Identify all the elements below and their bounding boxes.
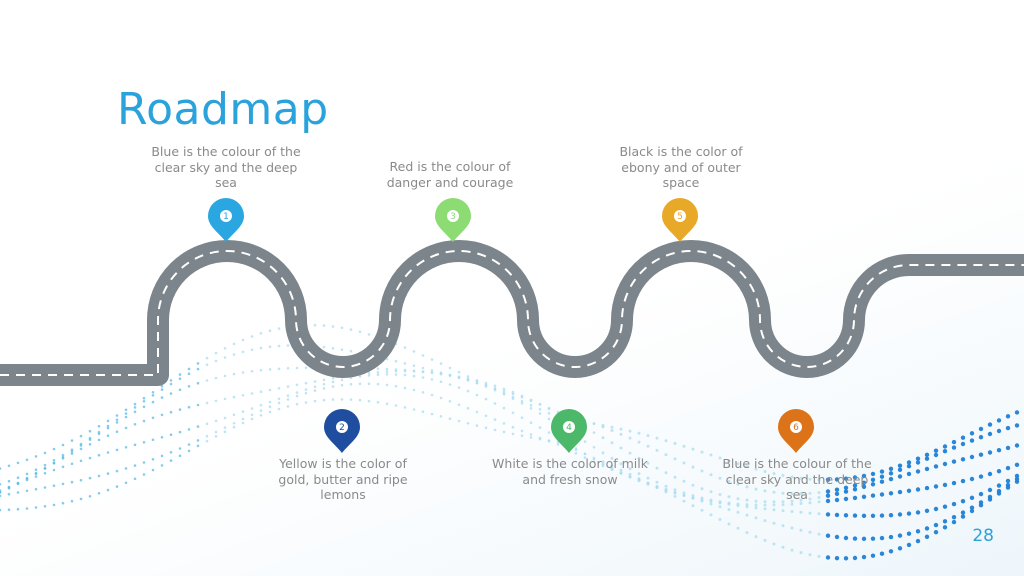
map-pin-6: 6 [778,409,814,453]
page-title: Roadmap [117,84,329,135]
map-pin-number: 6 [793,423,799,433]
road [0,240,1024,386]
page-number: 28 [972,526,994,546]
map-pin-number: 4 [566,423,572,433]
milestone-6-label: Blue is the colour of the clear sky and … [722,456,872,502]
map-pin-5: 5 [662,198,698,242]
milestone-4-label: White is the color of milk and fresh sno… [492,456,648,487]
map-pin-4: 4 [551,409,587,453]
road-center-line [0,250,1024,376]
milestone-5-label: Black is the color of ebony and of outer… [619,144,743,190]
milestone-2-label: Yellow is the color of gold, butter and … [278,456,408,502]
milestone-3-label: Red is the colour of danger and courage [386,159,514,190]
map-pin-number: 3 [450,212,456,222]
map-pin-number: 2 [339,423,345,433]
map-pin-number: 1 [223,212,229,222]
map-pin-2: 2 [324,409,360,453]
dotted-wave-decoration [0,323,1020,561]
map-pin-3: 3 [435,198,471,242]
milestone-1-label: Blue is the colour of the clear sky and … [151,144,301,190]
map-pin-number: 5 [677,212,683,222]
map-pin-1: 1 [208,198,244,242]
